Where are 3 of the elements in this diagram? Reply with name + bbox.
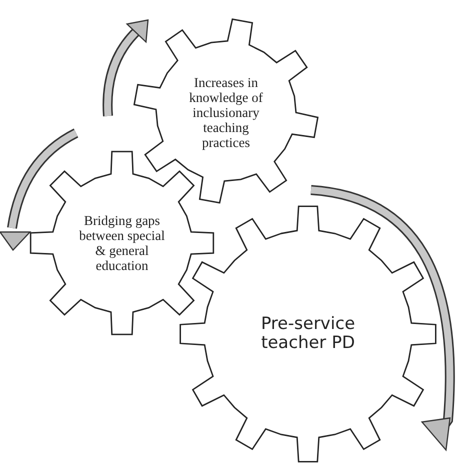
gear-label: Increases in knowledge of inclusionary teaching practices — [188, 75, 264, 151]
gear-label: Pre-service teacher PD — [260, 315, 356, 354]
gear-label: Bridging gaps between special & general education — [78, 213, 166, 274]
